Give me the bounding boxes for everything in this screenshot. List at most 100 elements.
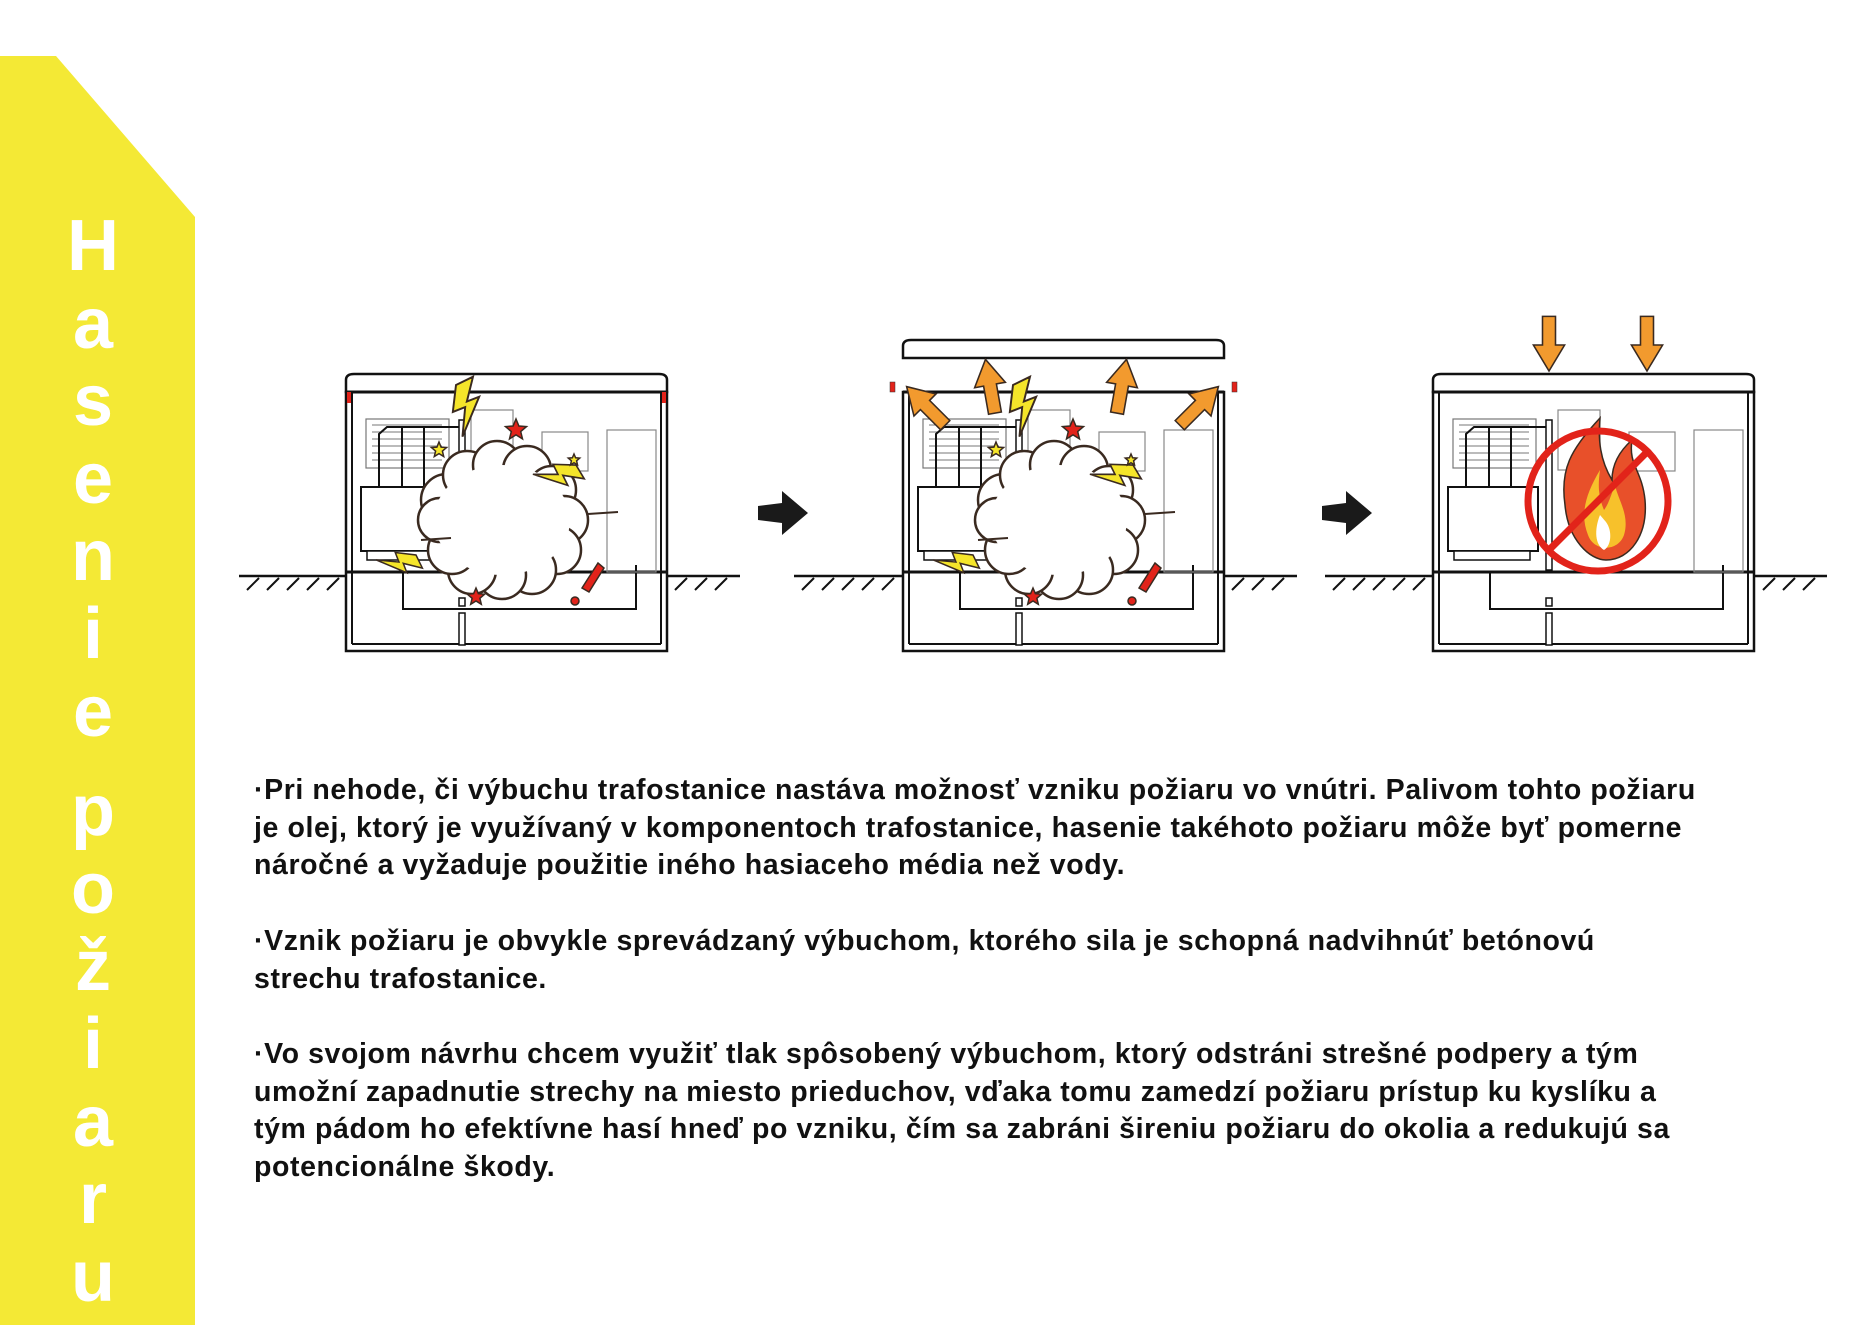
ground-hatch <box>1332 577 1346 591</box>
ground-hatch <box>1231 577 1245 591</box>
switch-panel <box>1452 418 1537 469</box>
paragraph-line: tým pádom ho efektívne hasí hneď po vzni… <box>254 1113 1670 1146</box>
star-icon <box>1022 586 1044 606</box>
paragraph-line: potencionálne škody. <box>254 1150 556 1183</box>
speed-line <box>1144 511 1176 515</box>
exclamation-bar <box>1137 561 1162 594</box>
title-letter: r <box>78 1159 108 1240</box>
ground-hatch <box>1412 577 1426 591</box>
door <box>1163 429 1214 573</box>
ground-hatch <box>674 577 688 591</box>
star-icon <box>986 440 1006 459</box>
title-letter: H <box>67 206 119 286</box>
prohibition-slash <box>1545 448 1651 554</box>
small-box <box>458 597 466 607</box>
ground-hatch <box>246 577 260 591</box>
ground-hatch <box>326 577 340 591</box>
title-letter: ž <box>75 926 111 1007</box>
ground-hatch <box>1762 577 1776 591</box>
transformer-station <box>889 338 1238 653</box>
speed-line <box>977 537 1009 541</box>
lightning-icon <box>451 374 481 438</box>
explosion-cloud-icon <box>416 439 590 601</box>
ground-line <box>1325 574 1433 591</box>
cable-tray <box>959 565 1194 610</box>
title-letter: n <box>71 516 115 597</box>
explosion-cloud-icon <box>973 439 1147 601</box>
down-arrow-icon <box>1532 315 1566 373</box>
post <box>458 612 466 646</box>
right-arrow-icon <box>758 491 808 535</box>
post <box>1015 612 1023 646</box>
ground-hatch <box>694 577 708 591</box>
ground-line <box>1755 574 1827 591</box>
lightning-icon <box>532 463 586 487</box>
ground-hatch <box>1251 577 1265 591</box>
cloud-body <box>991 465 1127 575</box>
roof-support <box>1231 381 1238 393</box>
exclamation-dot <box>1127 596 1137 606</box>
paragraph-fire-risk: ·Pri nehode, či výbuchu trafostanice nas… <box>254 772 1696 885</box>
small-box <box>1015 597 1023 607</box>
title-letter: i <box>82 593 103 674</box>
ground-hatch <box>1352 577 1366 591</box>
ground-hatch <box>306 577 320 591</box>
ground-hatch <box>1271 577 1285 591</box>
star-icon <box>465 586 487 606</box>
exclamation-dot <box>570 596 580 606</box>
title-letter: e <box>72 671 114 752</box>
exclamation-icon <box>570 561 605 606</box>
ground-hatch <box>714 577 728 591</box>
no-fire-icon <box>1524 415 1672 575</box>
right-arrow-icon <box>1322 491 1372 535</box>
ground-hatch <box>881 577 895 591</box>
transformer-base <box>1453 550 1531 561</box>
paragraph-line: strechu trafostanice. <box>254 962 547 995</box>
cable-tray <box>402 565 637 610</box>
title-letter: u <box>71 1236 115 1317</box>
cloud-body <box>434 465 570 575</box>
title-letter: o <box>71 848 115 929</box>
switch-panel <box>365 418 450 469</box>
ground-hatch <box>841 577 855 591</box>
prohibition-circle <box>1524 427 1672 575</box>
star-icon <box>1060 417 1086 441</box>
ground-hatch <box>1782 577 1796 591</box>
sidebar-shape <box>0 56 195 1325</box>
lightning-icon <box>932 551 981 575</box>
ground-hatch <box>266 577 280 591</box>
switch-panel <box>922 418 1007 469</box>
up-arrow-icon <box>1174 385 1220 431</box>
star-icon <box>429 440 449 459</box>
ground-hatch <box>821 577 835 591</box>
small-box <box>1545 597 1553 607</box>
star-icon <box>1123 452 1139 467</box>
star-icon <box>503 417 529 441</box>
title-letter: p <box>71 771 115 852</box>
door <box>606 429 657 573</box>
door <box>1693 429 1744 573</box>
flame-inner <box>1584 470 1626 548</box>
speed-line <box>420 537 452 541</box>
title-letter: a <box>72 283 114 364</box>
roof <box>1431 372 1756 394</box>
roof-support <box>662 392 666 403</box>
ground-hatch <box>1802 577 1816 591</box>
cable-tray <box>1489 565 1724 610</box>
down-arrow-icon <box>1630 315 1664 373</box>
paragraph-line: ·Vznik požiaru je obvykle sprevádzaný vý… <box>254 925 1595 957</box>
title-letter: i <box>82 1003 103 1084</box>
paragraph-line: je olej, ktorý je využívaný v komponento… <box>254 811 1683 844</box>
transformer-station <box>344 372 669 653</box>
roof-support <box>889 381 896 393</box>
lightning-icon <box>1008 374 1038 438</box>
exclamation-bar <box>580 561 605 594</box>
up-arrow-icon <box>905 385 951 431</box>
ground-hatch <box>861 577 875 591</box>
title-letter: s <box>72 361 114 442</box>
paragraph-line: ·Pri nehode, či výbuchu trafostanice nas… <box>254 774 1696 806</box>
ground-line <box>667 574 740 591</box>
up-arrow-icon <box>973 357 1007 416</box>
